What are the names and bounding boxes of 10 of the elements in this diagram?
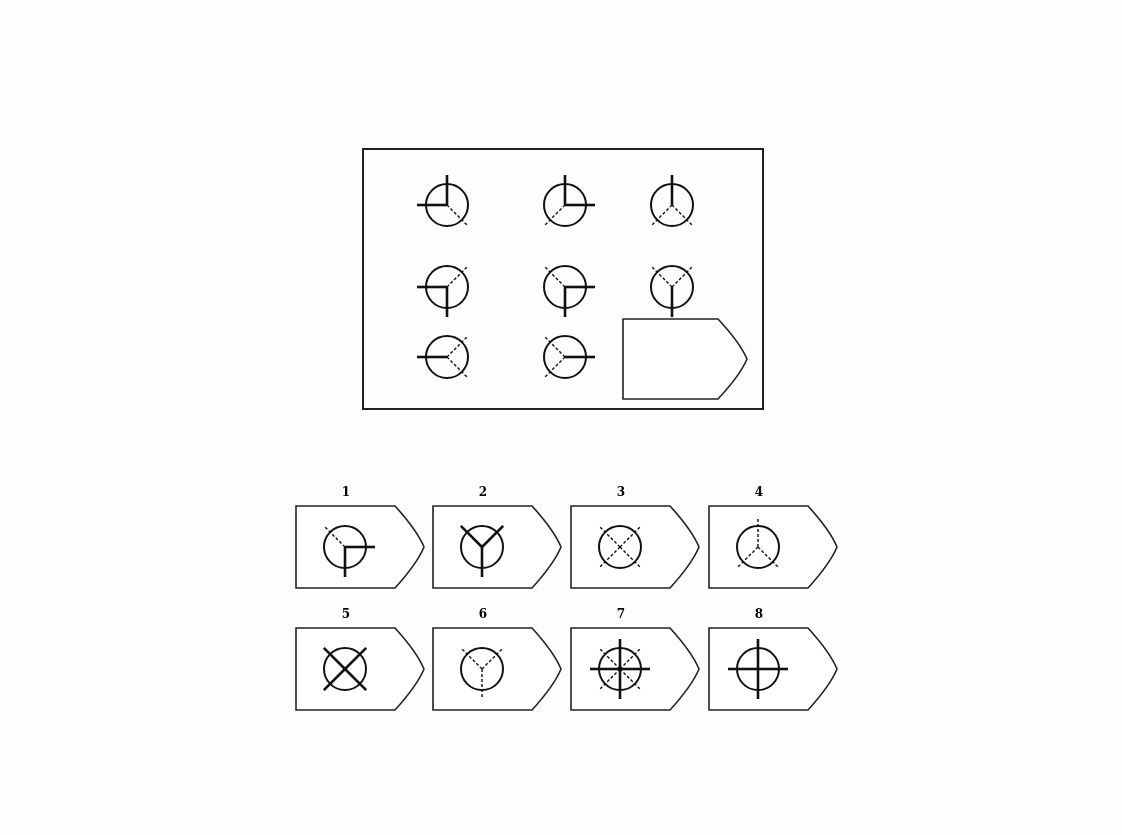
empty-answer-card	[622, 318, 748, 400]
puzzle-frame	[362, 148, 764, 410]
option-number: 8	[753, 607, 765, 621]
option-number: 1	[340, 485, 352, 499]
option-number: 5	[340, 607, 352, 621]
option-number: 2	[477, 485, 489, 499]
option-number: 7	[615, 607, 627, 621]
option-number: 3	[615, 485, 627, 499]
option-number: 6	[477, 607, 489, 621]
option-number: 4	[753, 485, 765, 499]
